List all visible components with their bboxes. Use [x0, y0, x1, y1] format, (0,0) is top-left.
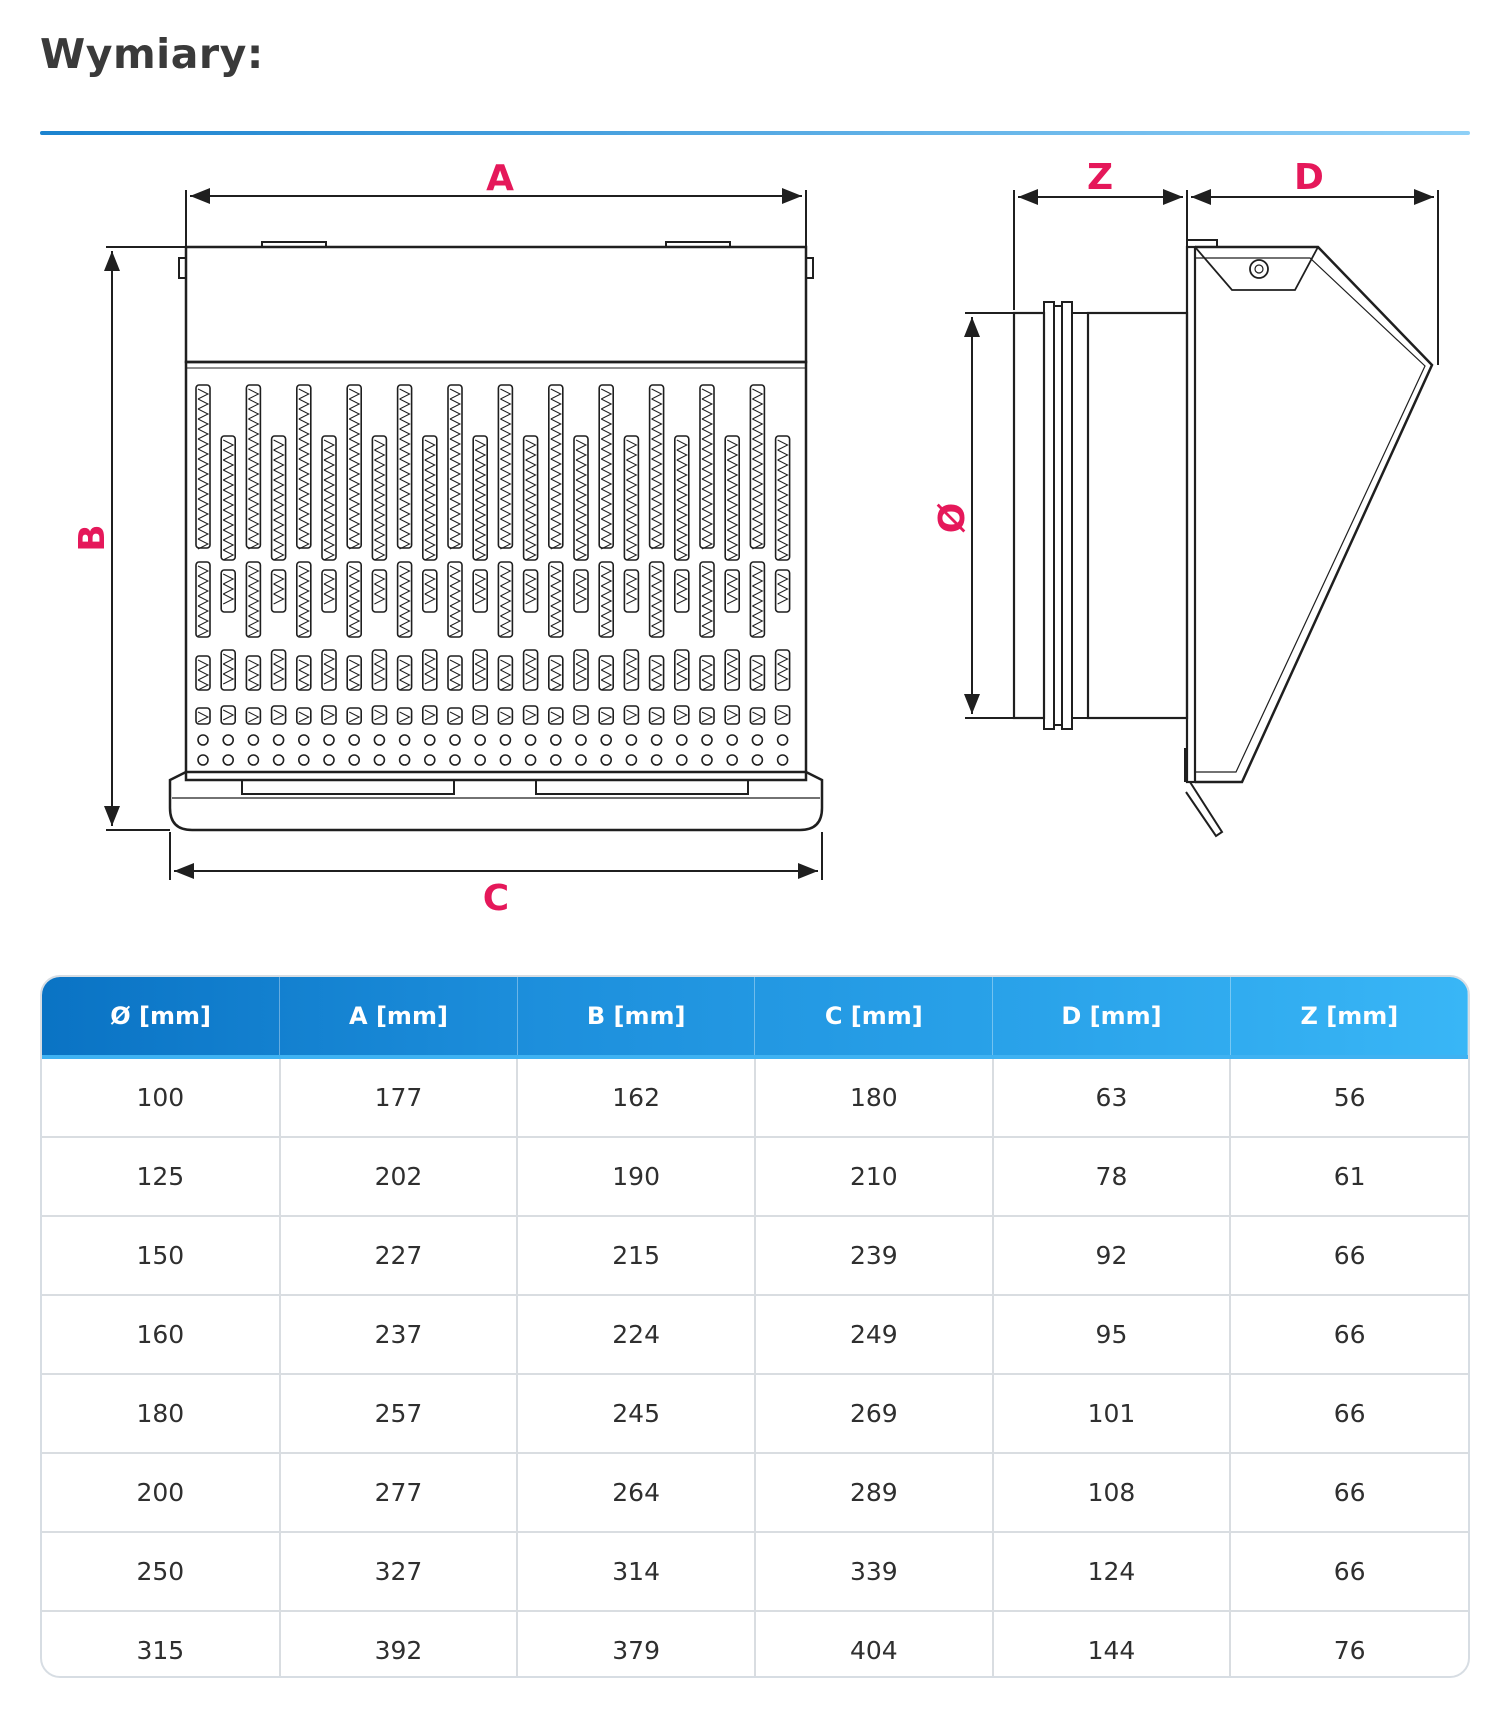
grill-slots [195, 384, 791, 766]
table-cell: 379 [517, 1611, 756, 1676]
table-cell: 264 [517, 1453, 756, 1533]
table-cell: 124 [992, 1532, 1232, 1612]
base-foot-left [241, 779, 455, 795]
table-cell: 245 [517, 1374, 756, 1454]
hood-outline [1195, 245, 1434, 784]
table-cell: 327 [279, 1532, 519, 1612]
seal-ring-1 [1043, 301, 1055, 730]
label-diameter: Ø [932, 503, 973, 534]
column-header: Ø [mm] [42, 977, 281, 1059]
hood-top [184, 245, 808, 364]
table-cell: 66 [1230, 1532, 1468, 1612]
label-b: B [72, 524, 113, 551]
spigot-end [1012, 311, 1046, 720]
table-cell: 289 [754, 1453, 994, 1533]
column-header: D [mm] [992, 977, 1231, 1059]
table-cell: 144 [992, 1611, 1232, 1676]
column-header: B [mm] [517, 977, 756, 1059]
table-cell: 269 [754, 1374, 994, 1454]
table-cell: 180 [754, 1057, 994, 1138]
table-cell: 66 [1230, 1216, 1468, 1296]
spigot-body [1086, 311, 1189, 720]
table-header-row: Ø [mm]A [mm]B [mm]C [mm]D [mm]Z [mm] [42, 977, 1468, 1059]
column-header: Z [mm] [1230, 977, 1468, 1059]
top-tab-left [261, 241, 327, 247]
top-clip-right [805, 257, 814, 279]
table-cell: 277 [279, 1453, 519, 1533]
screw-icon [1249, 259, 1269, 279]
table-cell: 95 [992, 1295, 1232, 1375]
table-cell: 76 [1333, 1636, 1366, 1665]
seal-ring-2 [1053, 305, 1063, 726]
base-foot-right [535, 779, 749, 795]
table-cell: 190 [517, 1137, 756, 1217]
table-cell: 200 [42, 1453, 281, 1533]
table-cell: 100 [42, 1057, 281, 1138]
column-header: A [mm] [279, 977, 518, 1059]
table-cell: 227 [279, 1216, 519, 1296]
table-cell: 63 [992, 1057, 1232, 1138]
table-cell: 404 [754, 1611, 994, 1676]
table-cell: 237 [279, 1295, 519, 1375]
top-clip-left [178, 257, 187, 279]
table-cell: 108 [992, 1453, 1232, 1533]
page-title: Wymiary: [40, 30, 264, 78]
table-cell: 125 [42, 1137, 281, 1217]
table-cell: 239 [754, 1216, 994, 1296]
side-view [964, 189, 1439, 838]
table-cell: 66 [1230, 1295, 1468, 1375]
table-cell: 224 [517, 1295, 756, 1375]
hood-bracket [1194, 246, 1319, 291]
table-cell: 162 [517, 1057, 756, 1138]
table-cell: 392 [279, 1611, 519, 1676]
table-cell: 314 [517, 1532, 756, 1612]
title-divider [40, 131, 1470, 135]
table-cell: 61 [1230, 1137, 1468, 1217]
table-cell: 339 [754, 1532, 994, 1612]
label-d: D [1294, 157, 1324, 198]
table-cell: 150 [42, 1216, 281, 1296]
table-cell: 250 [42, 1532, 281, 1612]
table-cell: 249 [754, 1295, 994, 1375]
table-cell: 180 [42, 1374, 281, 1454]
table-cell: 257 [279, 1374, 519, 1454]
label-a: A [486, 158, 514, 199]
column-header: C [mm] [754, 977, 994, 1059]
table-cell: 78 [992, 1137, 1232, 1217]
wall-plate [1185, 245, 1197, 784]
table-cell: 101 [992, 1374, 1232, 1454]
table-cell: 66 [1230, 1453, 1468, 1533]
front-view [104, 188, 824, 880]
table-cell: 92 [992, 1216, 1232, 1296]
dimension-drawing: A C B Z D Ø [0, 150, 1506, 930]
dimensions-table-container: Ø [mm]A [mm]B [mm]C [mm]D [mm]Z [mm] 100… [40, 975, 1470, 1678]
grill-panel [184, 360, 808, 782]
seal-ring-3 [1061, 301, 1073, 730]
label-c: C [483, 878, 509, 919]
table-cell: 160 [42, 1295, 281, 1375]
table-cell: 66 [1230, 1374, 1468, 1454]
technical-drawing: A C B Z D Ø [72, 157, 1439, 919]
bottom-flap [1185, 781, 1224, 838]
table-cell: 210 [754, 1137, 994, 1217]
table-cell: 177 [279, 1057, 519, 1138]
dimensions-table: Ø [mm]A [mm]B [mm]C [mm]D [mm]Z [mm] 100… [42, 977, 1468, 1676]
table-cell: 315 [42, 1611, 281, 1676]
base-frame [168, 770, 824, 832]
label-z: Z [1087, 157, 1113, 198]
table-cell: 215 [517, 1216, 756, 1296]
top-tab-right [665, 241, 731, 247]
table-cell: 56 [1230, 1057, 1468, 1138]
table-cell: 202 [279, 1137, 519, 1217]
